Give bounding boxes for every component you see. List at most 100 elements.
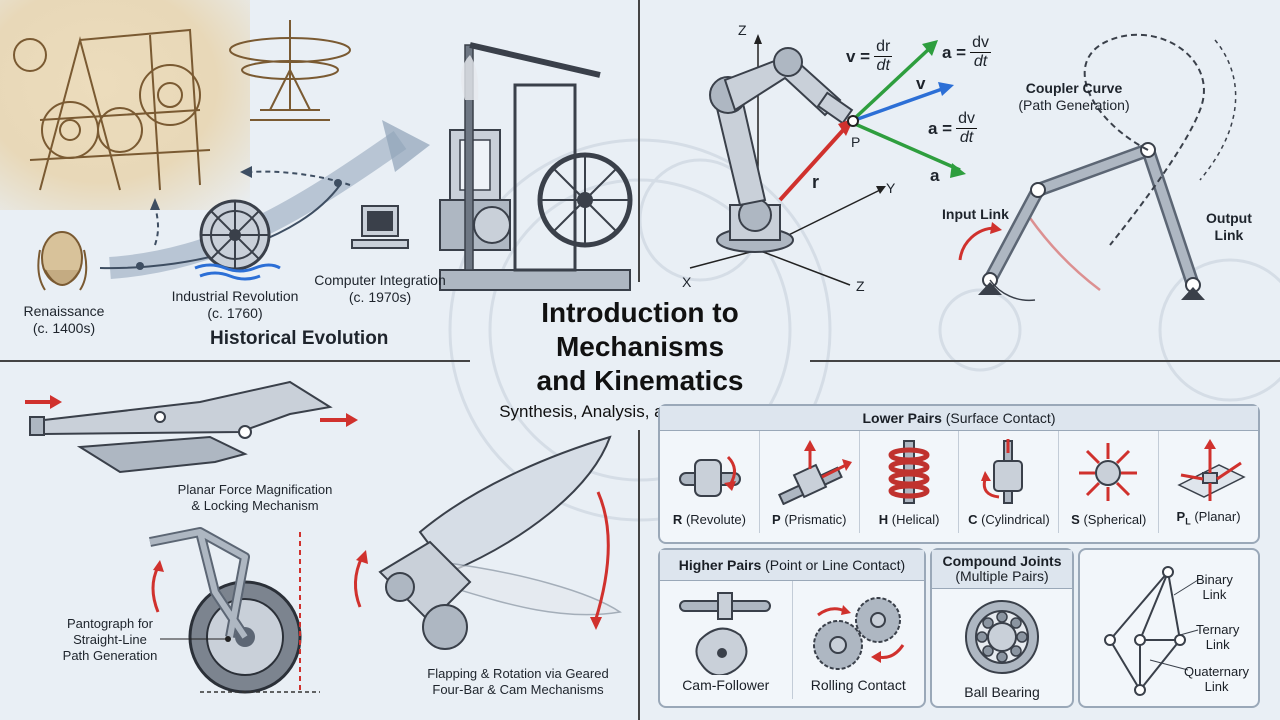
- binary-link-label-1: Binary: [1196, 572, 1233, 587]
- computer-date: (c. 1970s): [348, 289, 412, 305]
- joint-spherical: S (Spherical): [1059, 431, 1160, 533]
- wing-caption-2: Four-Bar & Cam Mechanisms: [432, 682, 604, 697]
- ternary-link-label-1: Ternary: [1196, 622, 1240, 637]
- pliers-caption-1: Planar Force Magnification: [177, 482, 333, 497]
- higher-pairs-subtitle: (Point or Line Contact): [765, 557, 906, 573]
- pantograph-caption-3: Path Generation: [62, 648, 158, 663]
- compound-joints-subtitle: (Multiple Pairs): [955, 568, 1049, 584]
- compound-joints-heading: Compound Joints (Multiple Pairs): [932, 550, 1072, 589]
- compound-joints-title: Compound Joints: [942, 553, 1062, 569]
- link-types-panel: Binary Link Ternary Link Quaternary Link: [1078, 548, 1260, 708]
- eq-v-den: dt: [876, 57, 890, 74]
- computer-icon: [351, 205, 409, 249]
- pantograph-caption-1: Pantograph for: [66, 616, 153, 631]
- helical-letter: H: [878, 512, 889, 527]
- four-bar-linkage: [958, 33, 1237, 302]
- revolute-letter: R: [672, 512, 683, 527]
- lower-pairs-panel: Lower Pairs (Surface Contact) R (Revolut…: [658, 404, 1260, 544]
- eq-a1-num: dv: [970, 34, 992, 53]
- revolute-name: (Revolute): [685, 512, 746, 527]
- wooden-machine-sketch: [13, 28, 211, 191]
- compound-joints-panel: Compound Joints (Multiple Pairs) Ball Be…: [930, 548, 1074, 708]
- label-p: P: [851, 134, 861, 150]
- label-v: v: [916, 74, 926, 93]
- label-r: r: [812, 172, 820, 192]
- joint-cylindrical: C (Cylindrical): [959, 431, 1060, 533]
- revolute-joint-icon: [679, 455, 741, 497]
- rolling-contact-cell: Rolling Contact: [793, 581, 925, 699]
- main-title: Introduction to Mechanisms and Kinematic…: [490, 296, 790, 398]
- higher-pairs-heading: Higher Pairs (Point or Line Contact): [660, 550, 924, 581]
- prismatic-name: (Prismatic): [784, 512, 847, 527]
- divider-vertical-lower: [638, 430, 640, 720]
- spherical-name: (Spherical): [1083, 512, 1147, 527]
- axis-y: Y: [886, 180, 896, 196]
- helical-name: (Helical): [891, 512, 940, 527]
- higher-pairs-title: Higher Pairs: [678, 557, 762, 573]
- locking-pliers: [25, 380, 358, 474]
- axis-x: X: [682, 274, 692, 290]
- input-link-label: Input Link: [942, 206, 1009, 222]
- divider-horizontal-left: [0, 360, 470, 362]
- ball-bearing-label: Ball Bearing: [964, 684, 1040, 700]
- cam-follower-cell: Cam-Follower: [660, 581, 793, 699]
- pliers-caption-2: & Locking Mechanism: [191, 498, 319, 513]
- label-a: a: [930, 166, 940, 185]
- joint-helical: H (Helical): [860, 431, 960, 533]
- axis-z-bottom: Z: [856, 278, 865, 294]
- eq-a2-num: dv: [956, 110, 978, 129]
- cam-follower-icon: [679, 592, 771, 675]
- lower-pairs-heading: Lower Pairs (Surface Contact): [660, 406, 1258, 431]
- cylindrical-name: (Cylindrical): [981, 512, 1050, 527]
- planar-letter: P: [1176, 509, 1186, 525]
- planar-letter-sub: L: [1185, 517, 1191, 527]
- spherical-joint-icon: [1079, 443, 1138, 501]
- pantograph-wheel: [149, 527, 320, 694]
- cam-follower-label: Cam-Follower: [682, 677, 770, 693]
- industrial-date: (c. 1760): [207, 305, 263, 321]
- industrial-label: Industrial Revolution: [171, 288, 299, 304]
- link-types-diagram: [1104, 566, 1199, 696]
- pantograph-caption-2: Straight-Line: [73, 632, 147, 647]
- eq-a2-den: dt: [959, 129, 974, 146]
- eq-v-num: dr: [874, 38, 893, 57]
- water-wheel-gear: [194, 199, 281, 281]
- ternary-link-label-2: Link: [1205, 637, 1230, 652]
- output-link-label-1: Output: [1206, 210, 1252, 226]
- helical-joint-icon: [888, 440, 930, 504]
- coupler-curve-label: Coupler Curve: [1025, 80, 1123, 96]
- applications-illustration: [25, 380, 622, 694]
- divider-horizontal-right: [810, 360, 1280, 362]
- eq-v-lhs: v =: [846, 46, 871, 66]
- wing-caption-1: Flapping & Rotation via Geared: [427, 666, 609, 681]
- prismatic-joint-icon: [777, 440, 852, 505]
- cylindrical-letter: C: [968, 512, 978, 527]
- rolling-contact-gears-icon: [812, 597, 904, 670]
- joint-revolute: R (Revolute): [660, 431, 760, 533]
- eq-a1-lhs: a =: [942, 42, 967, 62]
- flapping-wing: [354, 435, 622, 650]
- planar-name: (Planar): [1194, 509, 1241, 525]
- renaissance-date: (c. 1400s): [32, 320, 96, 336]
- lower-pairs-row: R (Revolute) P (Prismatic): [660, 431, 1258, 533]
- title-line-2: Mechanisms: [555, 331, 725, 362]
- axis-z-top: Z: [738, 22, 747, 38]
- eq-a2-lhs: a =: [928, 118, 953, 138]
- higher-pairs-panel: Higher Pairs (Point or Line Contact) Cam…: [658, 548, 926, 708]
- planar-joint-icon: [1177, 439, 1246, 501]
- robot-arm-kinematics: [689, 33, 1237, 302]
- robot-arm: [709, 47, 854, 253]
- lower-pairs-subtitle: (Surface Contact): [945, 410, 1056, 426]
- prismatic-letter: P: [772, 512, 781, 527]
- joint-prismatic: P (Prismatic): [760, 431, 860, 533]
- title-line-1: Introduction to: [541, 297, 739, 328]
- output-link-label-2: Link: [1214, 227, 1244, 243]
- title-line-3: and Kinematics: [536, 365, 744, 396]
- quaternary-link-label-1: Quaternary: [1184, 664, 1250, 679]
- historical-evolution-illustration: [13, 20, 633, 291]
- joint-planar: PL (Planar): [1159, 431, 1258, 533]
- renaissance-label: Renaissance: [23, 303, 105, 319]
- spherical-letter: S: [1071, 512, 1080, 527]
- coupler-curve-sub: (Path Generation): [1018, 97, 1130, 113]
- divider-vertical: [638, 0, 640, 282]
